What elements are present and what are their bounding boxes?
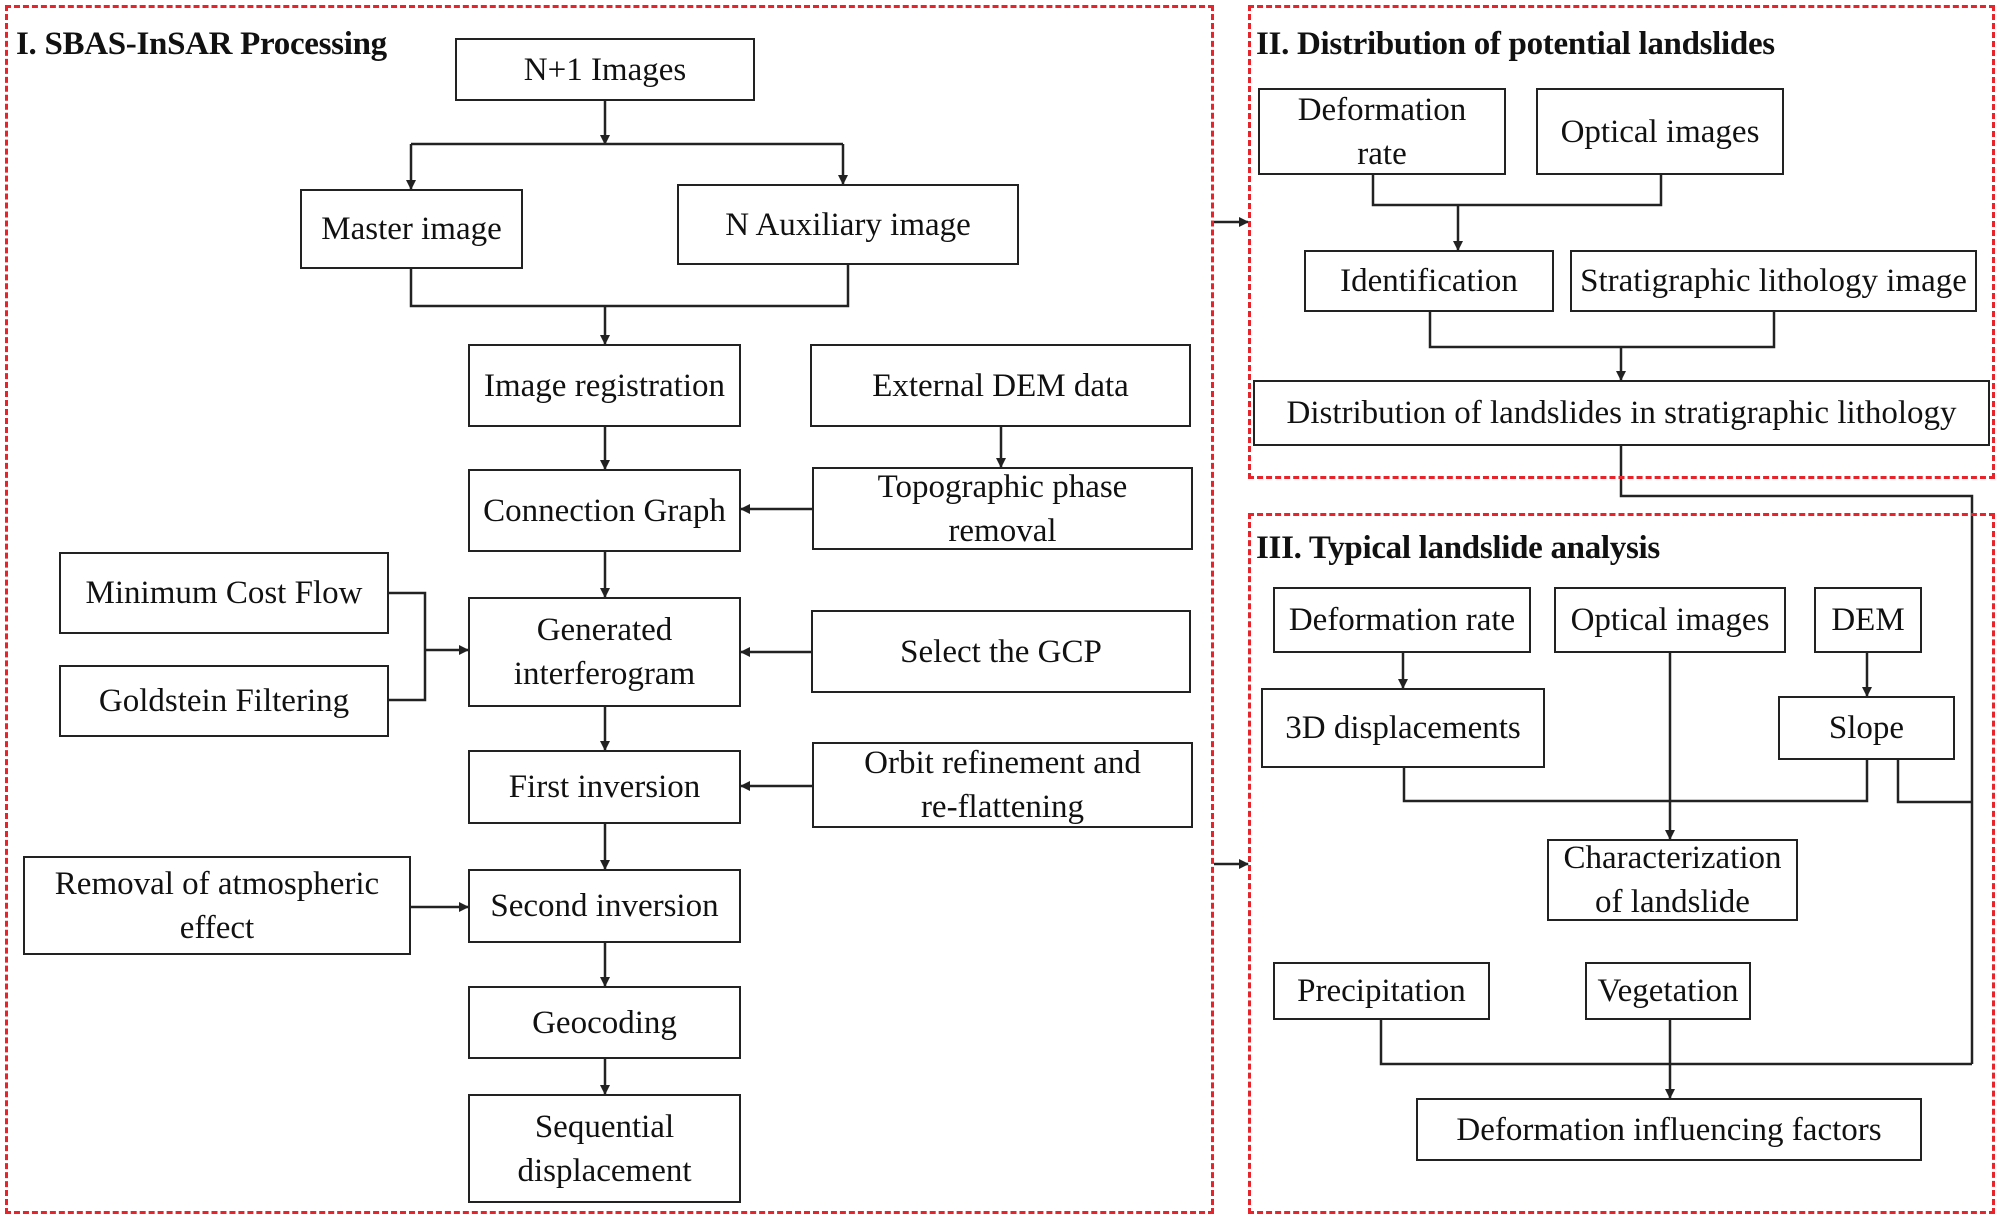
box-label: Geocoding — [532, 1004, 677, 1041]
box-label-line: removal — [948, 512, 1057, 549]
box-label-line: Orbit refinement and — [864, 745, 1141, 781]
box-label: Identification — [1340, 263, 1518, 299]
box-label-line: Topographic phase — [877, 468, 1128, 505]
box-label: Connection Graph — [483, 492, 726, 529]
box-characterization-of-landslide: Characterization of landslide — [1547, 839, 1798, 921]
box-topographic-phase-removal: Topographic phase removal — [812, 467, 1193, 550]
box-label-line: effect — [179, 909, 255, 946]
box-precipitation: Precipitation — [1273, 962, 1490, 1020]
box-label-line: Removal of atmospheric — [54, 865, 380, 902]
box-minimum-cost-flow: Minimum Cost Flow — [59, 552, 389, 634]
region-title-analysis: III. Typical landslide analysis — [1256, 530, 1660, 566]
connector-ident-strat — [1428, 312, 1776, 349]
box-select-gcp: Select the GCP — [811, 610, 1191, 693]
box-sequential-displacement: Sequential displacement — [468, 1094, 741, 1203]
box-deformation-influencing-factors: Deformation influencing factors — [1416, 1098, 1922, 1161]
connector-master-merge — [409, 265, 850, 308]
box-label: Slope — [1828, 710, 1905, 746]
box-optical-images-iii: Optical images — [1554, 587, 1786, 653]
box-label: Image registration — [484, 367, 725, 404]
box-label-line: re-flattening — [920, 789, 1085, 825]
box-label: Optical images — [1570, 602, 1770, 638]
box-vegetation: Vegetation — [1585, 962, 1751, 1020]
box-image-registration: Image registration — [468, 344, 741, 427]
box-optical-images-ii: Optical images — [1536, 88, 1784, 175]
box-label: N Auxiliary image — [725, 206, 971, 243]
box-label: DEM — [1831, 602, 1905, 638]
box-label-line: rate — [1357, 135, 1407, 172]
box-generated-interferogram: Generated interferogram — [468, 597, 741, 707]
box-label-line: Sequential — [534, 1108, 675, 1145]
box-orbit-refinement: Orbit refinement and re-flattening — [812, 742, 1193, 828]
box-dem: DEM — [1814, 587, 1922, 653]
connector-rate-optical — [1371, 175, 1663, 207]
box-n-auxiliary-image: N Auxiliary image — [677, 184, 1019, 265]
box-goldstein-filtering: Goldstein Filtering — [59, 665, 389, 737]
connector-precip-right — [1379, 1020, 1972, 1066]
box-master-image: Master image — [300, 189, 523, 269]
connector-mcf-goldstein — [389, 591, 427, 702]
box-slope: Slope — [1778, 696, 1955, 760]
box-distribution-in-lithology: Distribution of landslides in stratigrap… — [1253, 380, 1990, 446]
box-label-line: Generated — [536, 612, 673, 648]
box-label-line: interferogram — [513, 656, 696, 692]
box-label: 3D displacements — [1285, 710, 1521, 746]
box-label: Stratigraphic lithology image — [1580, 263, 1967, 299]
box-n-plus-1-images: N+1 Images — [455, 38, 755, 101]
box-label: Vegetation — [1597, 973, 1739, 1009]
box-label-line: displacement — [517, 1152, 692, 1189]
region-title-sbas: I. SBAS-InSAR Processing — [16, 26, 387, 62]
box-external-dem-data: External DEM data — [810, 344, 1191, 427]
box-label: Goldstein Filtering — [98, 683, 350, 719]
box-label: Optical images — [1560, 113, 1760, 150]
box-second-inversion: Second inversion — [468, 869, 741, 943]
connector-slope-right — [1896, 760, 1972, 804]
region-title-distribution: II. Distribution of potential landslides — [1256, 26, 1775, 62]
box-removal-atmospheric-effect: Removal of atmospheric effect — [23, 856, 411, 955]
box-label: Minimum Cost Flow — [85, 575, 363, 611]
region-sbas-insar-processing — [5, 5, 1214, 1214]
connector-distribution-to-factors — [1619, 446, 1974, 1064]
box-geocoding: Geocoding — [468, 986, 741, 1059]
box-label: Distribution of landslides in stratigrap… — [1286, 395, 1957, 431]
box-label: Deformation rate — [1288, 602, 1516, 638]
box-stratigraphic-lithology-image: Stratigraphic lithology image — [1570, 250, 1977, 312]
box-label: N+1 Images — [523, 51, 687, 88]
box-3d-displacements: 3D displacements — [1261, 688, 1545, 768]
box-label-line: Characterization — [1563, 840, 1782, 876]
box-label-line: Deformation — [1297, 91, 1467, 128]
box-deformation-rate-iii: Deformation rate — [1273, 587, 1531, 653]
region-distribution-landslides — [1248, 5, 1995, 479]
box-label: Precipitation — [1297, 973, 1466, 1009]
box-connection-graph: Connection Graph — [468, 469, 741, 552]
box-label: Select the GCP — [900, 633, 1102, 670]
box-label: Master image — [321, 211, 502, 247]
box-deformation-rate-ii: Deformation rate — [1258, 88, 1506, 175]
region-typical-landslide-analysis — [1248, 513, 1995, 1214]
box-identification: Identification — [1304, 250, 1554, 312]
box-label: Second inversion — [490, 888, 719, 924]
box-label: First inversion — [508, 769, 701, 805]
box-label: Deformation influencing factors — [1456, 1111, 1882, 1148]
box-label-line: of landslide — [1595, 884, 1750, 920]
connector-3d-slope — [1402, 760, 1869, 803]
box-first-inversion: First inversion — [468, 750, 741, 824]
box-label: External DEM data — [872, 367, 1129, 404]
